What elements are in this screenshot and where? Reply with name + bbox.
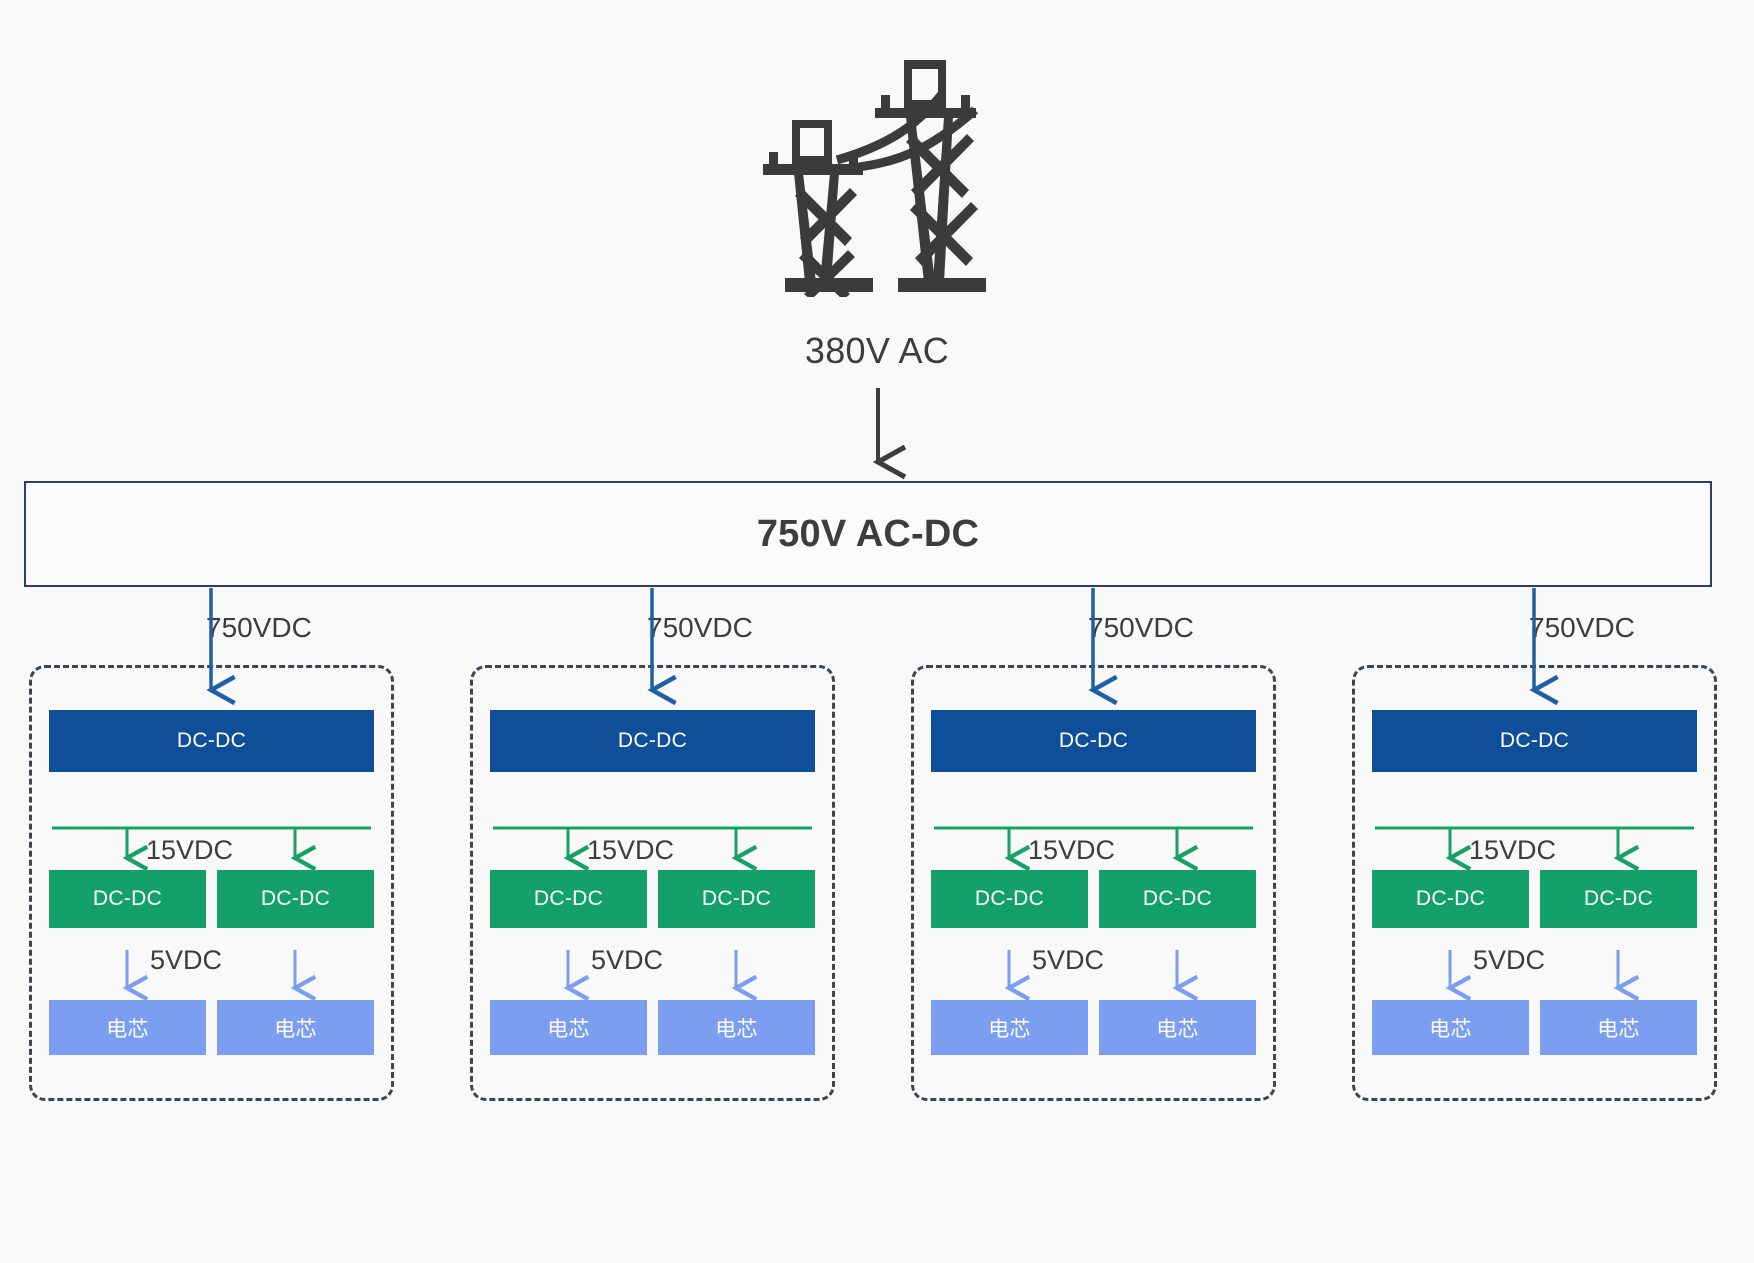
group-1-secondary-dcdc-right: DC-DC [217, 870, 374, 928]
group-2-input-voltage-label: 750VDC [647, 612, 753, 643]
group-3-secondary-dcdc-right: DC-DC [1099, 870, 1256, 928]
group-3-cell-right-label: 电芯 [1156, 1017, 1199, 1041]
group-1-mid-voltage-label: 15VDC [146, 835, 234, 865]
group-2-primary-dcdc: DC-DC [490, 710, 815, 772]
ac-dc-converter-label: 750V AC-DC [756, 512, 980, 555]
group-2-secondary-dcdc-left: DC-DC [490, 870, 647, 928]
group-2-cell-right: 电芯 [658, 1000, 815, 1055]
group-1-low-voltage-label: 5VDC [150, 945, 223, 975]
group-2-cell-left-label: 电芯 [547, 1017, 590, 1041]
group-4-secondary-dcdc-right-label: DC-DC [1583, 887, 1654, 910]
group-2-secondary-dcdc-left-label: DC-DC [533, 887, 604, 910]
group-1-secondary-dcdc-left: DC-DC [49, 870, 206, 928]
group-3-secondary-dcdc-right-label: DC-DC [1142, 887, 1213, 910]
group-1-input-voltage-label: 750VDC [206, 612, 312, 643]
group-3-mid-voltage-label: 15VDC [1028, 835, 1116, 865]
group-4-primary-dcdc-label: DC-DC [1499, 729, 1570, 752]
group-4-input-voltage-label: 750VDC [1529, 612, 1635, 643]
group-1-secondary-dcdc-right-label: DC-DC [260, 887, 331, 910]
group-4-low-voltage-label: 5VDC [1473, 945, 1546, 975]
group-3-cell-right: 电芯 [1099, 1000, 1256, 1055]
group-1-cell-left: 电芯 [49, 1000, 206, 1055]
group-1-cell-right: 电芯 [217, 1000, 374, 1055]
group-4-secondary-dcdc-left-label: DC-DC [1415, 887, 1486, 910]
group-1-primary-dcdc: DC-DC [49, 710, 374, 772]
group-2-secondary-dcdc-right: DC-DC [658, 870, 815, 928]
group-3-primary-dcdc-label: DC-DC [1058, 729, 1129, 752]
group-4-cell-right-label: 电芯 [1597, 1017, 1640, 1041]
group-4-cell-left: 电芯 [1372, 1000, 1529, 1055]
group-2-secondary-dcdc-right-label: DC-DC [701, 887, 772, 910]
group-3-secondary-dcdc-left-label: DC-DC [974, 887, 1045, 910]
group-2-mid-voltage-label: 15VDC [587, 835, 675, 865]
group-4-mid-voltage-label: 15VDC [1469, 835, 1557, 865]
group-1-cell-right-label: 电芯 [274, 1017, 317, 1041]
group-3-primary-dcdc: DC-DC [931, 710, 1256, 772]
group-3-cell-left: 电芯 [931, 1000, 1088, 1055]
group-4-primary-dcdc: DC-DC [1372, 710, 1697, 772]
source-voltage-label: 380V AC [804, 330, 950, 371]
group-4-secondary-dcdc-right: DC-DC [1540, 870, 1697, 928]
group-4-cell-left-label: 电芯 [1429, 1017, 1472, 1041]
group-2-cell-left: 电芯 [490, 1000, 647, 1055]
group-4-cell-right: 电芯 [1540, 1000, 1697, 1055]
group-1-secondary-dcdc-left-label: DC-DC [92, 887, 163, 910]
power-transmission-tower-icon [745, 42, 1010, 297]
group-1-cell-left-label: 电芯 [106, 1017, 149, 1041]
group-3-low-voltage-label: 5VDC [1032, 945, 1105, 975]
group-2-primary-dcdc-label: DC-DC [617, 729, 688, 752]
ac-dc-converter-block: 750V AC-DC [24, 481, 1712, 587]
group-1-primary-dcdc-label: DC-DC [176, 729, 247, 752]
group-3-input-voltage-label: 750VDC [1088, 612, 1194, 643]
group-4-secondary-dcdc-left: DC-DC [1372, 870, 1529, 928]
group-2-cell-right-label: 电芯 [715, 1017, 758, 1041]
group-3-cell-left-label: 电芯 [988, 1017, 1031, 1041]
group-3-secondary-dcdc-left: DC-DC [931, 870, 1088, 928]
group-2-low-voltage-label: 5VDC [591, 945, 664, 975]
